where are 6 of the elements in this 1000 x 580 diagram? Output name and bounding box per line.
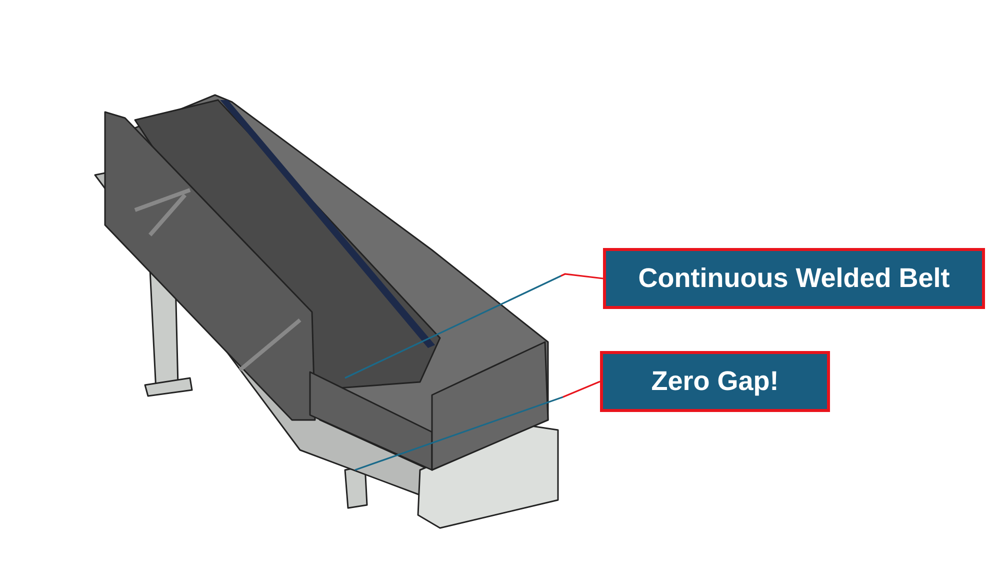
callout-label: Zero Gap! bbox=[651, 366, 779, 397]
callout-label: Continuous Welded Belt bbox=[638, 263, 950, 294]
leader-line bbox=[354, 380, 600, 471]
callout-box bbox=[600, 351, 830, 412]
callout-box bbox=[603, 248, 985, 309]
leader-line bbox=[344, 273, 604, 379]
